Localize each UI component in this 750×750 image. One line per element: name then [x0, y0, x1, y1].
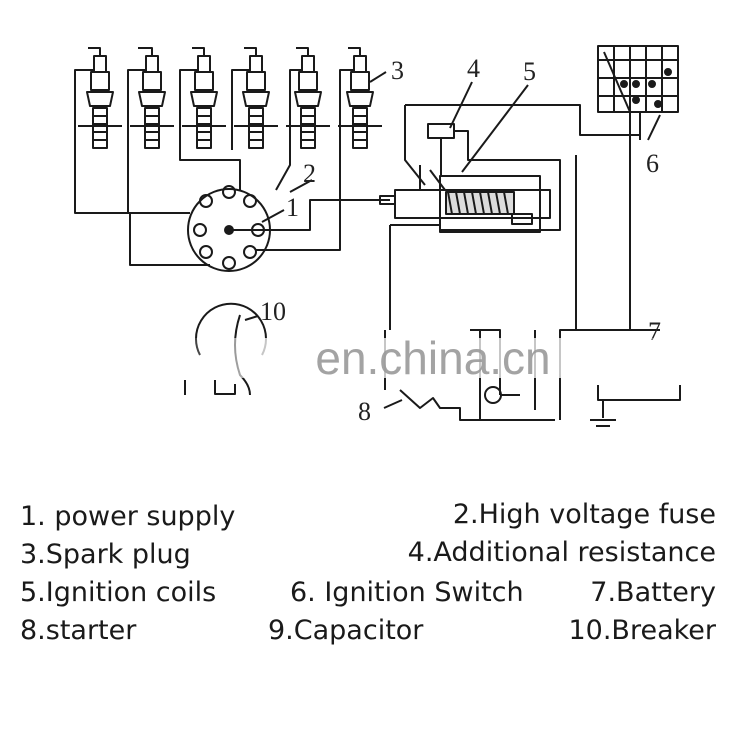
watermark-text: en.china.cn [315, 332, 551, 384]
watermark: en.china.cn [178, 322, 688, 394]
legend-item-ignition-coils: 5.Ignition coils [20, 577, 217, 608]
legend-item-power-supply: 1. power supply [20, 501, 236, 532]
legend-item-high-voltage-fuse: 2.High voltage fuse [452, 499, 716, 530]
plug-lead-wires [74, 69, 353, 251]
spark-plug [78, 55, 122, 149]
battery [560, 329, 681, 427]
additional-resistance [404, 104, 640, 231]
spark-plug [338, 55, 382, 149]
spark-plug [182, 55, 226, 149]
legend-item-additional-resistance: 4.Additional resistance [407, 537, 716, 568]
legend-item-ignition-switch: 6. Ignition Switch [290, 577, 524, 608]
callout-5: 5 [523, 57, 536, 86]
legend-item-spark-plug: 3.Spark plug [20, 539, 191, 570]
ignition-coil [379, 175, 551, 233]
distributor [129, 185, 390, 272]
plug-harness-wire [88, 47, 361, 56]
legend: 1. power supply 2.High voltage fuse 3.Sp… [0, 488, 750, 658]
legend-item-battery: 7.Battery [590, 577, 716, 608]
spark-plug [130, 55, 174, 149]
callout-6: 6 [646, 149, 659, 178]
callout-3: 3 [391, 56, 404, 85]
callout-10: 10 [260, 297, 286, 326]
ignition-wiring-diagram: 3 4 5 2 1 6 10 7 8 [74, 45, 681, 427]
spark-plug [234, 55, 278, 149]
callout-4: 4 [467, 54, 480, 83]
spark-plug-row [78, 55, 382, 149]
leader-lines [244, 71, 661, 409]
legend-item-starter: 8.starter [20, 615, 137, 646]
legend-item-capacitor: 9.Capacitor [268, 615, 424, 646]
callout-1: 1 [286, 193, 299, 222]
legend-item-breaker: 10.Breaker [568, 615, 716, 646]
callout-2: 2 [303, 159, 316, 188]
callout-8: 8 [358, 397, 371, 426]
ignition-switch [597, 45, 679, 330]
